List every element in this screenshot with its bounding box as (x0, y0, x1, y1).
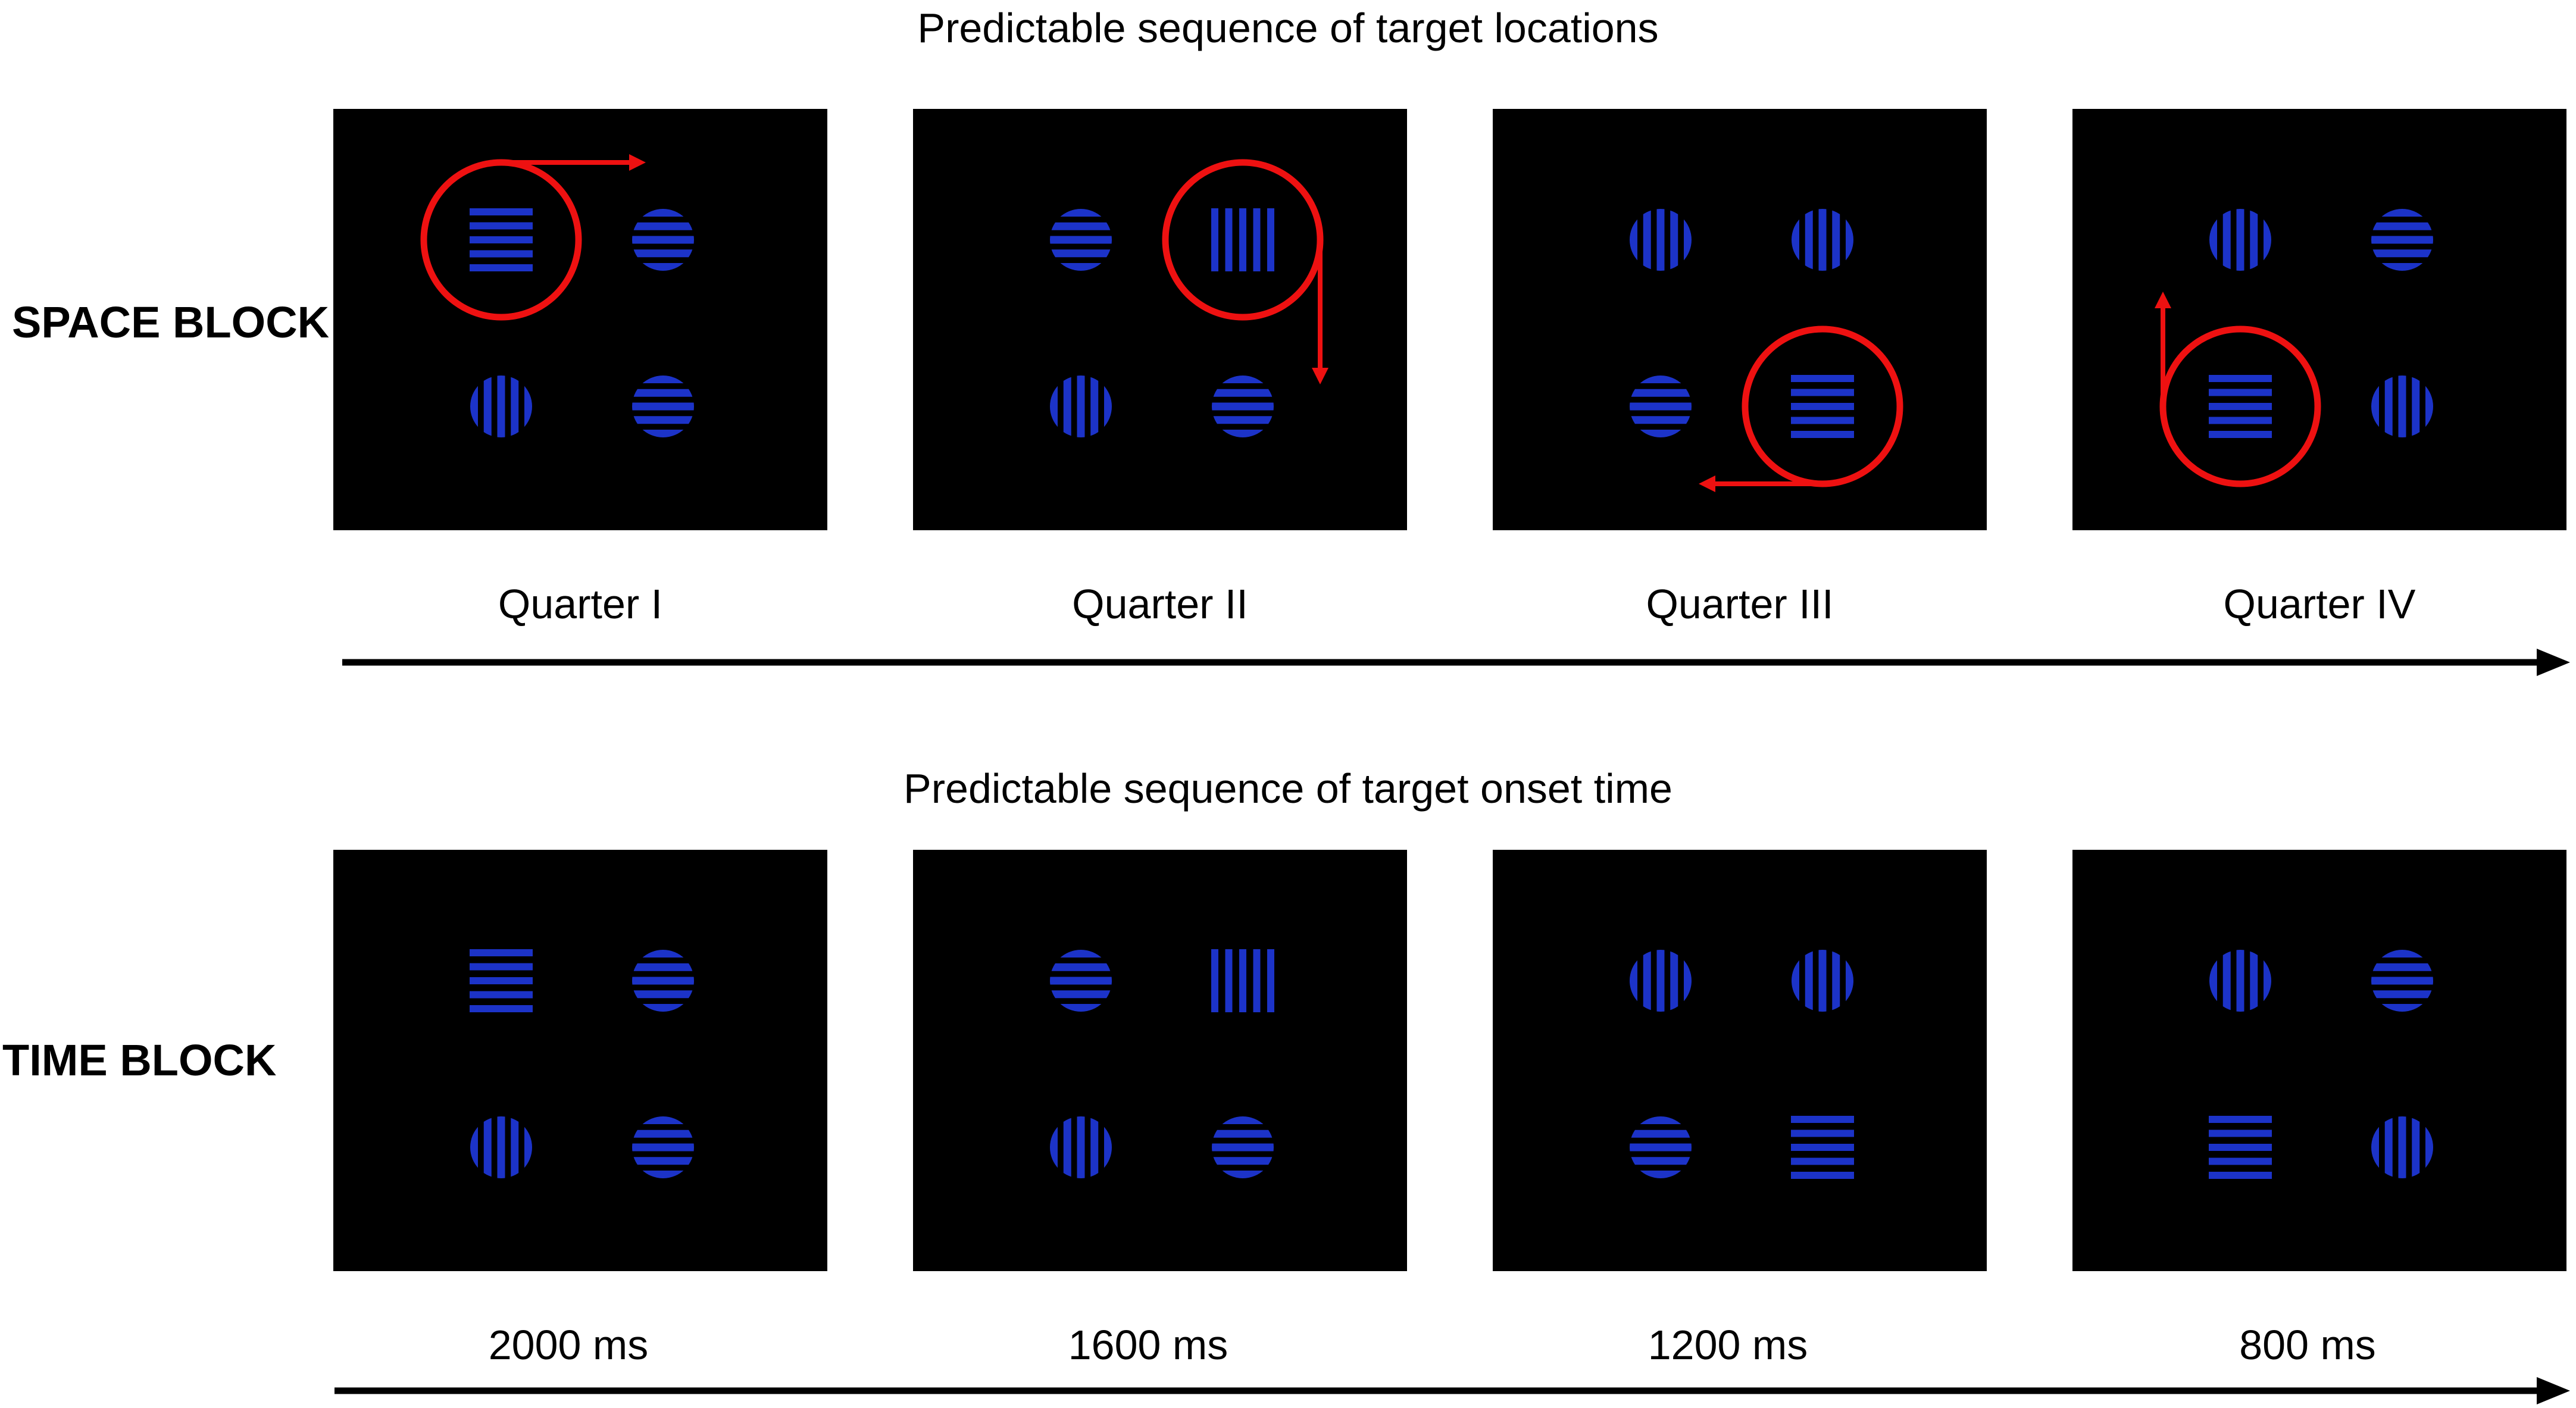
space-panel-4-stimuli (2155, 209, 2433, 487)
bottom-right-vertical-circle-grating (2371, 376, 2433, 437)
space-timeline-arrowhead (2537, 649, 2570, 676)
time-panel-4 (2072, 850, 2566, 1271)
space-caption-4: Quarter IV (2223, 581, 2416, 627)
space-panel-1 (333, 109, 827, 530)
space-block-label: SPACE BLOCK (12, 298, 330, 347)
space-panel-3-stimuli (1630, 209, 1903, 492)
space-panel-2-stimuli (1050, 159, 1328, 437)
space-block-title: Predictable sequence of target locations (917, 5, 1659, 51)
sequence-arrow (501, 154, 646, 171)
space-panel-1-stimuli (420, 154, 694, 437)
space-caption-1: Quarter I (498, 581, 663, 627)
time-caption-4: 800 ms (2239, 1322, 2376, 1368)
time-caption-2: 1600 ms (1068, 1322, 1228, 1368)
sequence-arrow (1312, 240, 1328, 384)
top-left-horizontal-square-grating (470, 949, 533, 1012)
time-panel-2-stimuli (1050, 949, 1274, 1178)
space-panel-4 (2072, 109, 2566, 530)
time-caption-1: 2000 ms (488, 1322, 649, 1368)
bottom-right-horizontal-circle-grating (632, 1116, 694, 1178)
space-caption-2: Quarter II (1072, 581, 1248, 627)
time-block-label: TIME BLOCK (2, 1035, 277, 1085)
time-panel-4-stimuli (2209, 950, 2433, 1179)
bottom-right-horizontal-square-grating (1791, 375, 1854, 438)
bottom-right-horizontal-square-grating (1791, 1116, 1854, 1179)
bottom-left-horizontal-square-grating (2209, 1116, 2272, 1179)
top-right-vertical-square-grating (1211, 949, 1274, 1012)
top-left-vertical-circle-grating (2209, 950, 2271, 1012)
space-caption-3: Quarter III (1646, 581, 1834, 627)
time-panel-1 (333, 850, 827, 1271)
top-left-horizontal-square-grating (470, 208, 533, 271)
sequence-arrow (2155, 292, 2171, 406)
time-timeline-arrowhead (2537, 1377, 2570, 1404)
time-panel-3-stimuli (1630, 950, 1854, 1179)
space-panel-3 (1493, 109, 1987, 530)
time-block-title: Predictable sequence of target onset tim… (904, 765, 1672, 812)
time-caption-3: 1200 ms (1647, 1322, 1808, 1368)
top-right-vertical-square-grating (1211, 208, 1274, 271)
time-panel-1-stimuli (470, 949, 694, 1178)
sequence-arrow (1699, 475, 1822, 492)
time-panel-3 (1493, 850, 1987, 1271)
time-panel-2 (913, 850, 1407, 1271)
bottom-left-horizontal-square-grating (2209, 375, 2272, 438)
space-panel-2 (913, 109, 1407, 530)
top-left-horizontal-circle-grating (1050, 950, 1112, 1012)
